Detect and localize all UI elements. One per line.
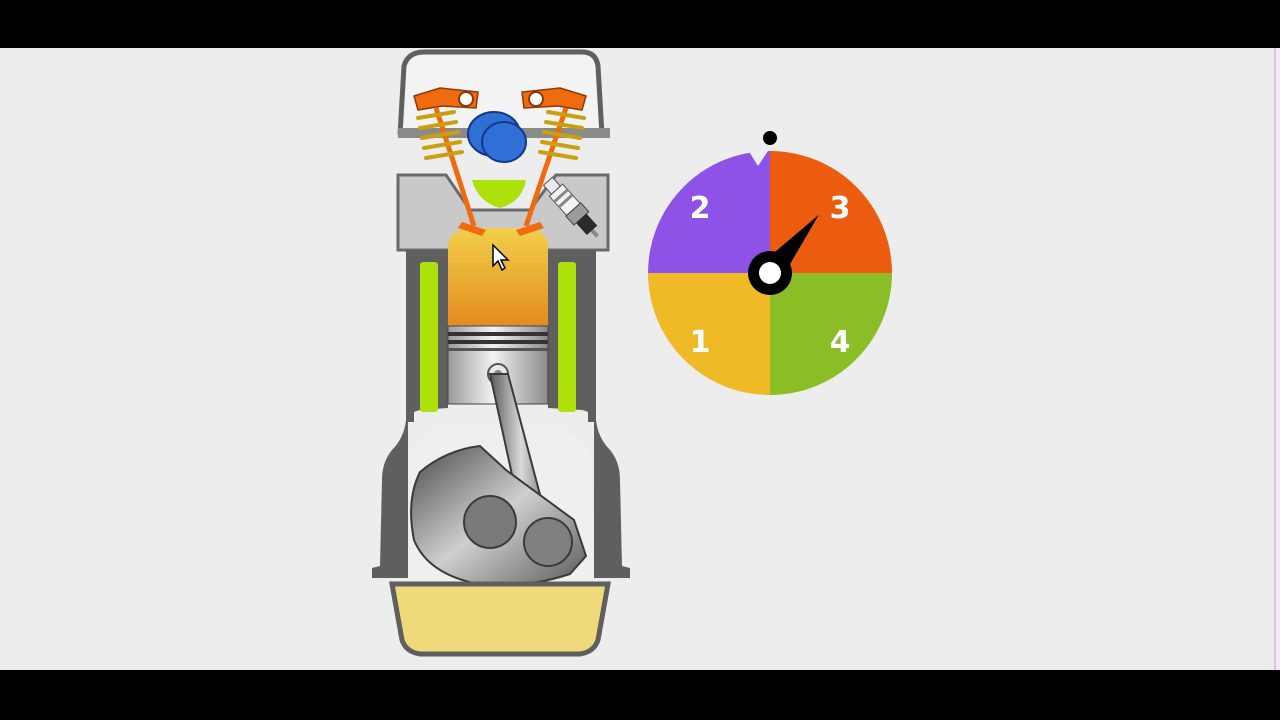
dial-label-2: 2 (690, 191, 711, 226)
dial-top-dot (763, 131, 777, 145)
dial-quadrant-2 (648, 151, 770, 273)
camshaft (467, 111, 527, 163)
coolant-jacket-left (420, 262, 438, 412)
engine-diagram (372, 49, 630, 657)
rocker-arm-right (521, 87, 587, 111)
crankshaft-main (463, 495, 517, 549)
valve-spring-right (538, 110, 586, 160)
dial-quadrant-4 (770, 273, 892, 395)
dial-hub (759, 262, 781, 284)
video-frame (0, 48, 1280, 670)
dial-label-1: 1 (690, 325, 711, 360)
letterbox-bottom (0, 670, 1280, 720)
crank-pin (523, 517, 573, 567)
mouse-cursor-icon (492, 243, 510, 272)
dial-pointer (748, 214, 819, 295)
stroke-dial: 2 3 1 4 (648, 131, 892, 395)
head-coolant (472, 180, 526, 208)
frame-edge (1274, 48, 1276, 670)
dial-quadrant-1 (648, 273, 770, 395)
combustion-chamber (448, 228, 548, 328)
letterbox-top (0, 0, 1280, 48)
piston (447, 325, 549, 405)
dial-label-4: 4 (830, 325, 851, 360)
exhaust-valve-stem (523, 107, 569, 227)
oil-pan (389, 581, 611, 657)
valve-spring-left (416, 110, 464, 160)
coolant-jacket-right (558, 262, 576, 412)
dial-label-3: 3 (830, 191, 851, 226)
rocker-arm-left (413, 87, 479, 111)
spark-plug (542, 176, 599, 238)
intake-valve-stem (433, 107, 477, 227)
dial-top-marker (748, 148, 770, 166)
